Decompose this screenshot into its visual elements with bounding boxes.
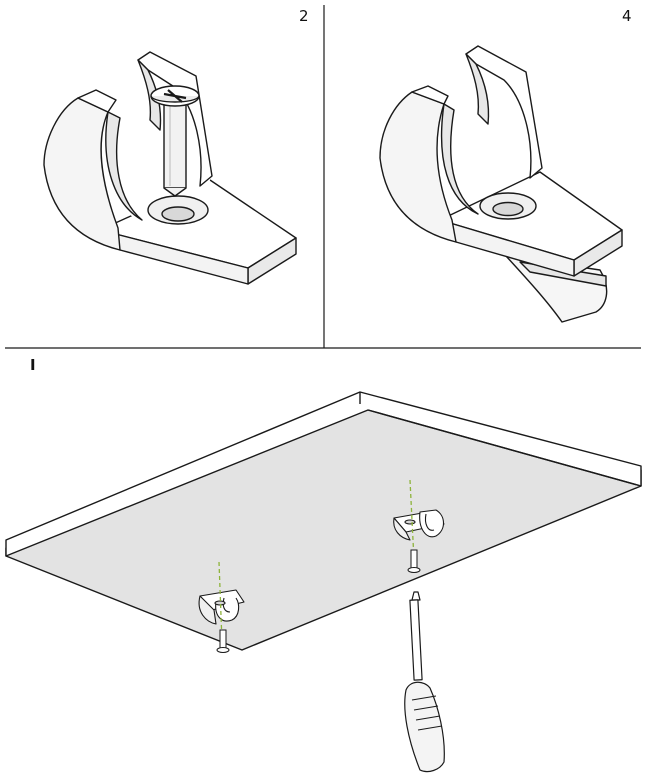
countersunk-screw-icon [150,85,200,197]
mounted-left-block [379,91,457,243]
screwdriver-tip [411,591,421,601]
panel-dividers [5,5,641,349]
step-label-2: 2 [299,7,309,25]
clip-left-block-side [43,97,121,251]
mounted-arc-inner [440,103,479,215]
shelf-support-clip-icon [198,589,245,625]
mounted-right-prong [465,45,543,179]
countersunk-screw-icon [216,629,230,653]
shelf-board-top [5,395,642,651]
step-label-4: 4 [622,7,632,25]
guide-line-right [409,479,415,561]
shelf-board-illustration [5,391,642,651]
edge-line-2 [367,409,642,487]
step-label-main: I [30,356,36,374]
screw-hole-inner [161,206,195,222]
step-2-illustration [43,51,297,285]
screwdriver-handle [404,681,445,773]
step-4-illustration [379,45,623,323]
countersunk-screw-icon [407,549,421,573]
clip-left-block-top [77,89,117,113]
clip-right-prong-inner [137,59,162,131]
screwdriver-shaft [409,599,423,681]
guide-line-left [218,561,223,643]
mounted-hole-inner [492,201,524,217]
clip-arc-inner [105,111,143,221]
mounted-right-prong-inner [465,53,490,125]
phillips-screwdriver-icon [404,591,445,773]
mounted-left-block-top [411,85,449,105]
shelf-support-clip-icon [393,509,445,541]
